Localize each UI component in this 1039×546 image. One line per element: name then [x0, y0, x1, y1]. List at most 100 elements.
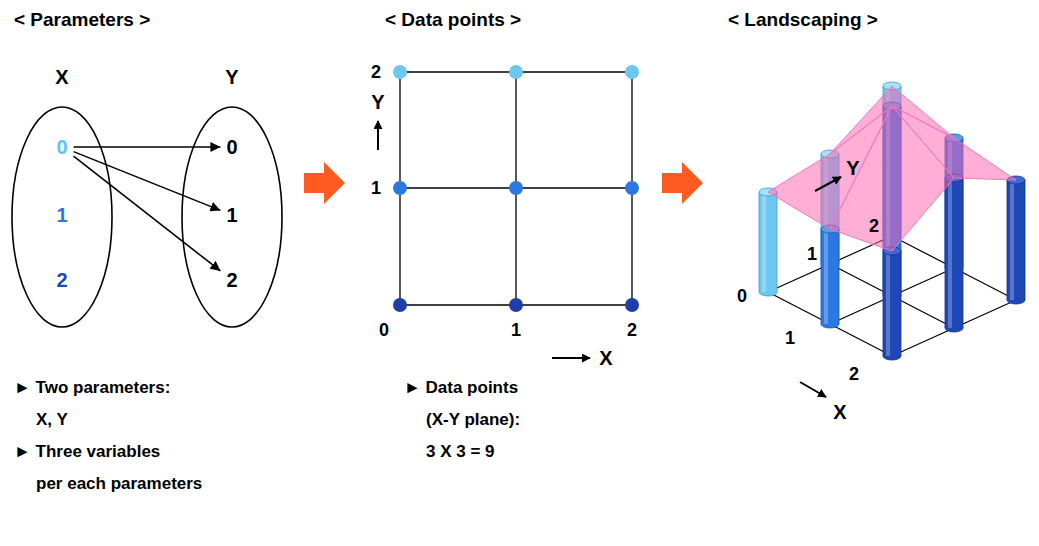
axis-arrow [815, 177, 841, 191]
landscape-figure [759, 82, 1025, 397]
parameter-value: 0 [220, 135, 243, 160]
label-text: 3 X 3 = 9 [426, 442, 495, 461]
bullet-text: ► Three variables [14, 442, 160, 462]
parameter-value: 0 [50, 135, 73, 160]
value-cylinder [945, 174, 963, 332]
label-text: 1 [785, 328, 795, 348]
label-text: 1 [371, 178, 381, 198]
label-text: 2 [849, 364, 859, 384]
node-text: 0 [56, 136, 67, 158]
axis-name: X [599, 347, 612, 370]
label-text: X, Y [36, 410, 68, 429]
axis-name: Y [371, 91, 384, 114]
label-text: 2 [627, 320, 637, 340]
value-cylinder [759, 188, 777, 296]
label-text: ► Two parameters: [14, 378, 170, 397]
label-text: 2 [869, 216, 879, 236]
label-text: per each parameters [36, 474, 202, 493]
mapping-arrow [74, 146, 221, 148]
axis-tick: 0 [737, 286, 747, 307]
value-text: 2 [56, 269, 67, 292]
label-text: ► Data points [404, 378, 518, 397]
label-text: 0 [379, 320, 389, 340]
axis-tick: 1 [511, 320, 521, 341]
data-point [625, 65, 639, 79]
node-text: 1 [56, 204, 67, 226]
node-text: 2 [226, 269, 237, 291]
node-text: 1 [226, 204, 237, 226]
value-cylinder [883, 247, 901, 360]
axis-arrow [377, 121, 379, 150]
label-text: 1 [511, 320, 521, 340]
set-heading: Y [180, 66, 284, 89]
parameter-value: 2 [220, 268, 243, 293]
node-text: 2 [56, 269, 67, 291]
data-point [393, 181, 407, 195]
data-point [625, 181, 639, 195]
parameter-value: 1 [50, 203, 73, 228]
axis-tick: 1 [807, 244, 817, 265]
bullet-text: 3 X 3 = 9 [426, 442, 495, 462]
set-heading: X [10, 66, 114, 89]
flow-arrow [304, 162, 345, 204]
label-text: < Parameters > [14, 9, 150, 30]
mapping-arrow [74, 152, 221, 211]
axis-tick: 2 [869, 216, 879, 237]
value-text: 1 [226, 204, 237, 227]
label-text: X [833, 401, 846, 423]
axis-tick: 1 [371, 178, 381, 199]
label-text: (X-Y plane): [426, 410, 520, 429]
node-text: Y [225, 66, 238, 88]
label-text: Y [846, 157, 859, 179]
axis-tick: 2 [849, 364, 859, 385]
mapping-arrow [74, 156, 221, 271]
value-text: 2 [226, 269, 237, 292]
value-text: 0 [226, 136, 237, 159]
label-text: X [599, 347, 612, 369]
axis-tick: 2 [371, 62, 381, 83]
axis-tick: 1 [785, 328, 795, 349]
label-text: ► Three variables [14, 442, 160, 461]
parameter-value: 1 [220, 203, 243, 228]
bullet-text: ► Two parameters: [14, 378, 170, 398]
node-text: X [55, 66, 68, 88]
data-point [509, 65, 523, 79]
label-text: < Data points > [385, 9, 521, 30]
response-surface [892, 106, 1016, 180]
axis-name: X [833, 401, 846, 424]
axis-name: Y [846, 157, 859, 180]
value-text: 1 [56, 204, 67, 227]
value-cylinder [821, 225, 839, 328]
label-text: 0 [737, 286, 747, 306]
label-text: Y [371, 91, 384, 113]
data-point [393, 65, 407, 79]
axis-arrow [800, 382, 826, 397]
data-point [393, 298, 407, 312]
bullet-text: X, Y [36, 410, 68, 430]
axis-tick: 0 [379, 320, 389, 341]
axis-arrow [552, 357, 590, 359]
panel-heading: < Data points > [385, 9, 521, 31]
label-text: < Landscaping > [728, 9, 878, 30]
response-surface [830, 106, 954, 251]
data-grid [393, 65, 639, 312]
parameter-set-ellipse: 0 1 2 X [10, 62, 114, 330]
panel-heading: < Parameters > [14, 9, 150, 31]
panel-heading: < Landscaping > [728, 9, 878, 31]
parameter-set-ellipse: 0 1 2 Y [180, 62, 284, 330]
bullet-text: per each parameters [36, 474, 202, 494]
value-cylinder [1007, 176, 1025, 304]
parameter-value: 2 [50, 268, 73, 293]
data-point [625, 298, 639, 312]
data-point [509, 298, 523, 312]
label-text: 1 [807, 244, 817, 264]
value-text: 0 [56, 136, 67, 159]
flow-arrow [662, 162, 703, 204]
bullet-text: (X-Y plane): [426, 410, 520, 430]
axis-tick: 2 [627, 320, 637, 341]
data-point [509, 181, 523, 195]
bullet-text: ► Data points [404, 378, 518, 398]
